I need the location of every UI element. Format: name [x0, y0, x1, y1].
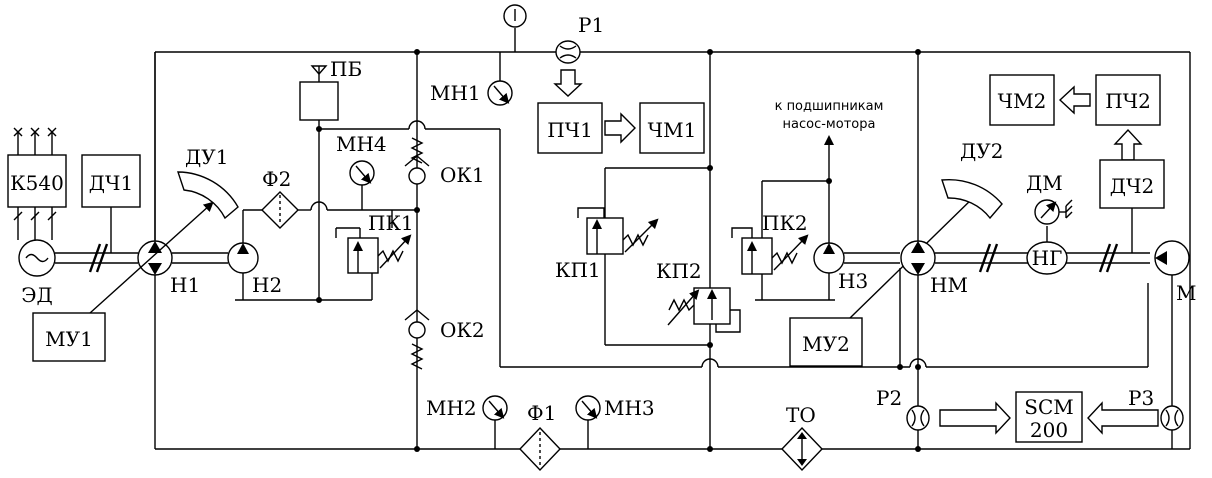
pump-motor-nm: НМ	[899, 240, 968, 367]
kp2-label: КП2	[656, 259, 702, 283]
r1-label: Р1	[578, 13, 604, 37]
valve-kp1: КП1	[555, 207, 659, 282]
du2-label: ДУ2	[960, 139, 1003, 163]
chm2-label: ЧМ2	[998, 89, 1047, 113]
gauge-mn4: МН4	[336, 132, 387, 210]
thermometer-icon	[503, 4, 527, 28]
flowmeter-r1: Р1	[553, 13, 604, 97]
arrow-r3-scm	[1087, 401, 1159, 435]
arrow-dch2-pch2	[1113, 128, 1143, 161]
gauge-mn2: МН2	[426, 395, 508, 449]
filter-f1: Ф1	[519, 401, 561, 472]
mn1-label: МН1	[430, 81, 481, 105]
throttle-loop	[604, 167, 710, 346]
mn2-label: МН2	[426, 396, 477, 420]
pump-n1: Н1	[137, 240, 200, 297]
junction-nodes	[316, 49, 921, 452]
kp1-label: КП1	[555, 258, 601, 282]
dch2-label: ДЧ2	[1110, 174, 1154, 198]
n2-label: Н2	[252, 273, 282, 297]
k540-label: К540	[10, 171, 64, 195]
mn4-label: МН4	[336, 132, 387, 156]
n3-label: Н3	[838, 269, 868, 293]
pch1-label: ПЧ1	[547, 118, 593, 142]
arrow-pch1-chm1	[604, 112, 636, 144]
shaft-nm-m	[935, 207, 1150, 273]
f1-label: Ф1	[527, 401, 556, 425]
chm1-block: ЧМ1	[639, 102, 705, 154]
du2-gauge: ДУ2	[941, 139, 1003, 220]
electric-motor: ЭД	[18, 239, 56, 307]
flowmeter-r3: Р3	[1128, 275, 1184, 449]
ok2-label: ОК2	[440, 318, 485, 342]
pch2-label: ПЧ2	[1105, 89, 1151, 113]
dch1-block: ДЧ1	[81, 154, 141, 253]
f2-label: Ф2	[262, 167, 291, 191]
du1-label: ДУ1	[185, 145, 228, 169]
k540-block: К540	[7, 127, 67, 240]
mu1-block: МУ1	[32, 201, 214, 362]
scm200-block: SCM 200	[1015, 391, 1083, 443]
shaft-ed-n1	[55, 243, 138, 273]
generator-ng: НГ	[1026, 226, 1068, 275]
n1-label: Н1	[170, 273, 200, 297]
mu2-label: МУ2	[802, 332, 850, 356]
valve-kp2: КП2	[656, 259, 741, 333]
r2-label: Р2	[876, 386, 902, 410]
chm1-label: ЧМ1	[648, 118, 697, 142]
bearing-note-line2: насос-мотора	[783, 117, 876, 132]
relief-valve-pk2: ПК2	[731, 180, 835, 301]
bearing-note-line1: к подшипникам	[775, 99, 884, 114]
scm-label-line1: SCM	[1024, 395, 1073, 419]
nm-label: НМ	[930, 273, 968, 297]
chm2-block: ЧМ2	[989, 74, 1055, 126]
shaft-n1-n2	[172, 252, 228, 264]
check-valve-ok1: ОК1	[404, 137, 485, 187]
pch1-block: ПЧ1	[537, 102, 603, 154]
pk2-label: ПК2	[762, 211, 808, 235]
ok1-label: ОК1	[440, 163, 485, 187]
to-label: ТО	[786, 403, 816, 427]
check-valve-ok2: ОК2	[404, 309, 485, 370]
dm-label: ДМ	[1026, 171, 1063, 195]
relief-valve-pk1: ПК1	[335, 210, 414, 300]
arrow-r2-scm	[939, 401, 1011, 435]
motor-m: М	[1154, 240, 1196, 305]
mu1-label: МУ1	[45, 327, 93, 351]
heat-exchanger-to: ТО	[781, 403, 823, 472]
tank-pb: ПБ	[299, 57, 1149, 368]
gauge-dm: ДМ	[1026, 171, 1073, 225]
filter-f2: Ф2	[243, 167, 417, 229]
r3-label: Р3	[1128, 386, 1154, 410]
mn3-label: МН3	[604, 396, 655, 420]
pump-n3: Н3	[813, 135, 900, 300]
m-label: М	[1176, 281, 1196, 305]
mu2-block: МУ2	[789, 192, 979, 367]
gauge-mn3: МН3	[575, 395, 655, 449]
pump-n2: Н2	[227, 210, 372, 301]
arrow-pch2-chm2	[1058, 85, 1091, 115]
piping-lines	[154, 28, 1191, 450]
pch2-block: ПЧ2	[1095, 74, 1161, 126]
ng-label: НГ	[1032, 246, 1063, 270]
gauge-mn1: МН1	[430, 52, 513, 106]
dch2-block: ДЧ2	[1099, 159, 1165, 209]
dch1-label: ДЧ1	[89, 171, 133, 195]
flowmeter-r2: Р2	[876, 386, 930, 431]
ed-label: ЭД	[21, 283, 53, 307]
scm-label-line2: 200	[1030, 418, 1068, 442]
pk1-label: ПК1	[368, 211, 414, 235]
pb-label: ПБ	[330, 57, 362, 81]
bearing-note: к подшипникам насос-мотора	[775, 99, 884, 132]
du1-gauge: ДУ1	[177, 145, 239, 220]
